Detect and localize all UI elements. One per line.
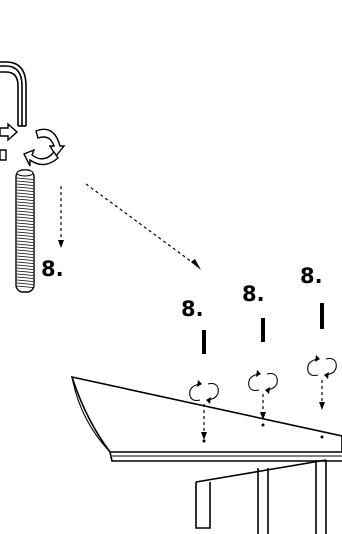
thread-line [16,252,34,255]
thread-line [16,267,34,270]
thread-line [16,186,34,189]
screw-rotate-icon [189,355,337,404]
bent-tube-icon [0,61,27,127]
rod-dashed-arrow [58,186,64,248]
thread-line [16,249,34,252]
thread-line [16,264,34,267]
thread-line [16,222,34,225]
rotate-arrows-icon [0,122,66,167]
thread-line [16,180,34,183]
thread-line [16,198,34,201]
step-label-pin-1: 8. [181,297,204,321]
thread-line [16,240,34,243]
thread-line [16,261,34,264]
thread-line [16,258,34,261]
thread-line [16,183,34,186]
thread-line [16,255,34,258]
thread-line [16,234,34,237]
thread-line [16,231,34,234]
thread-line [16,201,34,204]
thread-line [16,228,34,231]
thread-line [16,237,34,240]
thread-line [16,279,34,282]
thread-line [16,216,34,219]
step-label-pin-3: 8. [300,264,323,288]
thread-line [16,219,34,222]
step-label-pin-2: 8. [242,282,265,306]
thread-line [16,273,34,276]
thread-line [16,177,34,180]
thread-line [16,207,34,210]
table-top-icon [70,375,342,534]
thread-line [16,225,34,228]
insertion-arrows [201,380,325,440]
thread-line [16,192,34,195]
dowel-pin-icon [202,303,324,354]
thread-line [16,243,34,246]
thread-line [16,246,34,249]
thread-line [16,282,34,285]
thread-line [16,276,34,279]
threaded-rod-icon [15,169,35,293]
thread-line [16,195,34,198]
thread-line [16,210,34,213]
diagonal-dashed-arrow [85,183,201,270]
step-label-rod: 8. [41,257,64,281]
thread-line [16,270,34,273]
thread-line [16,204,34,207]
thread-line [16,189,34,192]
thread-line [16,213,34,216]
thread-line [16,285,34,288]
